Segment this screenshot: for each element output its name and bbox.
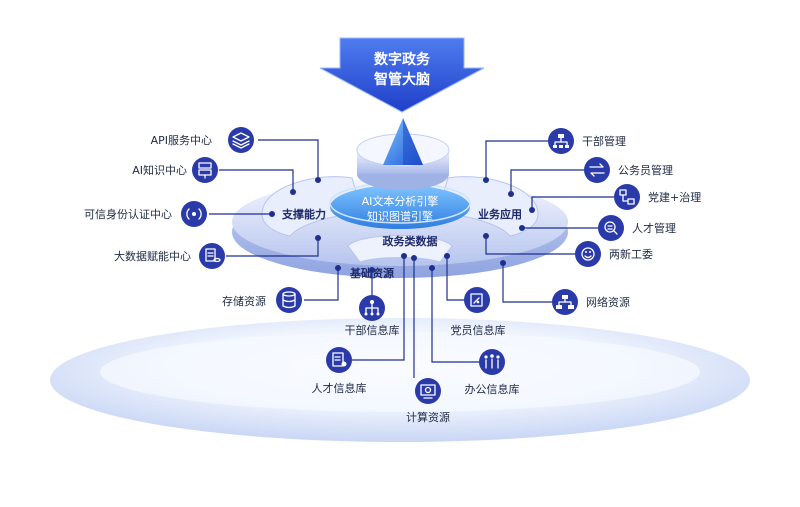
network-resources[interactable]: 网络资源 (552, 289, 630, 315)
banner-line2: 智管大脑 (373, 71, 430, 88)
layers-icon (232, 132, 250, 149)
business-label: 业务应用 (478, 207, 522, 221)
center-core-glow (330, 185, 470, 229)
big-data-center[interactable]: 大数据赋能中心 (114, 243, 225, 269)
talent-management-label: 人才管理 (632, 221, 676, 235)
storage-resources[interactable]: 存储资源 (222, 287, 302, 313)
server-icon (198, 162, 212, 179)
tree-icon (364, 300, 380, 316)
floor-highlight (100, 332, 700, 412)
office-info-db[interactable]: 办公信息库 (465, 349, 520, 396)
ai-knowledge-label: AI知识中心 (132, 163, 187, 177)
office-info-db-label: 办公信息库 (465, 382, 520, 396)
org-chart-icon (553, 134, 569, 148)
trusted-identity-center[interactable]: 可信身份认证中心 (84, 201, 207, 227)
compute-resources-label: 计算资源 (406, 410, 450, 424)
storage-resources-label: 存储资源 (222, 294, 266, 308)
party-governance[interactable]: 党建+治理 (614, 184, 701, 210)
database-doc-icon (205, 248, 221, 263)
people-icon (484, 354, 500, 369)
center-line2: 知识图谱引擎 (367, 209, 433, 223)
civil-servant-label: 公务员管理 (618, 163, 673, 177)
bottom-connectors (304, 253, 480, 378)
api-service-center[interactable]: API服务中心 (151, 127, 254, 153)
cadre-management[interactable]: 干部管理 (548, 128, 626, 154)
crystal-facet (403, 118, 423, 165)
ai-knowledge-center[interactable]: AI知识中心 (132, 157, 218, 183)
talent-info-db[interactable]: 人才信息库 (312, 347, 367, 395)
network-resources-label: 网络资源 (586, 295, 630, 309)
talent-info-db-label: 人才信息库 (312, 381, 367, 395)
storage-icon (282, 291, 296, 309)
gov-data-label: 政务类数据 (383, 234, 438, 248)
search-doc-icon (604, 221, 618, 235)
party-doc-icon (470, 293, 483, 307)
business-segment[interactable] (437, 176, 539, 237)
banner-arrow (319, 37, 485, 113)
party-member-db-label: 党员信息库 (451, 323, 506, 337)
support-label: 支撑能力 (281, 207, 326, 221)
cadre-info-db-label: 干部信息库 (345, 323, 400, 337)
flow-icon (619, 189, 635, 205)
two-new-committee-label: 两新工委 (609, 247, 653, 261)
api-service-label: API服务中心 (151, 134, 212, 147)
network-icon (556, 295, 574, 309)
big-data-label: 大数据赋能中心 (114, 249, 191, 263)
party-governance-label: 党建+治理 (648, 190, 701, 204)
compute-resources[interactable]: 计算资源 (406, 378, 450, 424)
two-new-committee[interactable]: 两新工委 (575, 241, 653, 267)
trusted-identity-label: 可信身份认证中心 (84, 207, 172, 221)
talent-management[interactable]: 人才管理 (598, 215, 676, 241)
banner-line1: 数字政务 (374, 51, 431, 68)
support-segment[interactable] (261, 176, 363, 237)
left-connectors (209, 139, 321, 257)
smile-icon (581, 247, 595, 261)
center-line1: AI文本分析引擎 (362, 194, 439, 208)
cadre-info-db[interactable]: 干部信息库 (345, 295, 400, 337)
civil-servant-management[interactable]: 公务员管理 (584, 157, 673, 183)
monitor-icon (420, 384, 436, 399)
party-member-db[interactable]: 党员信息库 (451, 287, 506, 337)
cadre-management-label: 干部管理 (582, 134, 626, 148)
signal-icon (186, 208, 202, 220)
id-card-icon (332, 352, 347, 367)
swap-icon (589, 163, 605, 177)
right-connectors (483, 140, 614, 303)
